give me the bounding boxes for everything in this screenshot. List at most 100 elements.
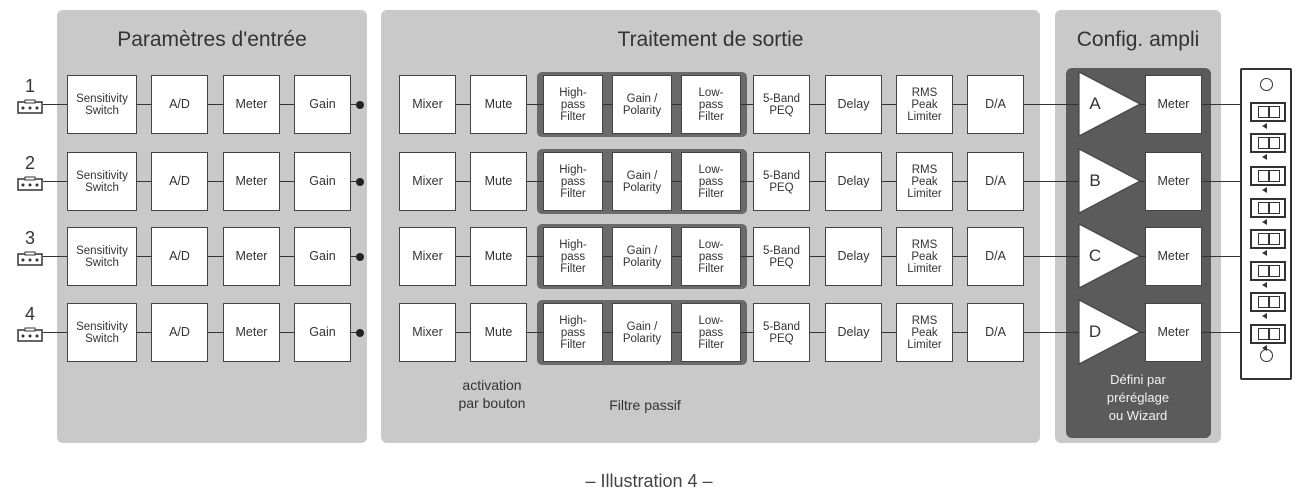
da-block: D/A (967, 303, 1024, 362)
signal-wire (953, 180, 967, 183)
signal-wire (456, 103, 470, 106)
signal-wire (280, 103, 294, 106)
amp-channel-label: B (1089, 170, 1101, 190)
signal-wire (1202, 331, 1248, 334)
signal-wire (603, 180, 612, 183)
amplifier-triangle-icon (1078, 71, 1142, 142)
terminal-slot-icon (1250, 166, 1286, 186)
input-channel-number: 1 (24, 76, 35, 96)
signal-wire (882, 331, 896, 334)
signal-wire (882, 103, 896, 106)
output-terminal-block (1240, 68, 1292, 380)
signal-wire (43, 255, 67, 258)
delay-block: Delay (825, 152, 882, 211)
signal-wire (280, 255, 294, 258)
signal-wire (810, 103, 825, 106)
signal-wire (603, 331, 612, 334)
amp-meter-block: Meter (1145, 75, 1202, 134)
peq-block: 5-Band PEQ (753, 152, 810, 211)
signal-wire (810, 180, 825, 183)
meter-block: Meter (223, 227, 280, 286)
gain-block: Gain (294, 227, 351, 286)
terminal-slot-icon (1250, 229, 1286, 249)
signal-wire (1140, 255, 1145, 258)
signal-wire (741, 255, 753, 258)
mixer-block: Mixer (399, 75, 456, 134)
terminal-arrow-icon (1262, 154, 1267, 160)
signal-wire (741, 331, 753, 334)
amp-preset-note: Défini par préréglage ou Wizard (1106, 372, 1170, 423)
signal-wire (456, 180, 470, 183)
signal-wire (672, 180, 681, 183)
sensitivity-block: Sensitivity Switch (67, 227, 137, 286)
lpf-block: Low- pass Filter (681, 152, 741, 211)
mute-block: Mute (470, 75, 527, 134)
da-block: D/A (967, 227, 1024, 286)
terminal-slot-icon (1250, 198, 1286, 218)
ad-block: A/D (151, 75, 208, 134)
mute-activation-note: activation par bouton (458, 377, 526, 411)
signal-wire (1024, 103, 1078, 106)
sensitivity-block: Sensitivity Switch (67, 303, 137, 362)
signal-wire (882, 180, 896, 183)
input-connector-icon (17, 99, 43, 114)
signal-wire (527, 331, 543, 334)
signal-wire (208, 255, 223, 258)
signal-wire (810, 331, 825, 334)
limiter-block: RMS Peak Limiter (896, 152, 953, 211)
signal-wire (527, 180, 543, 183)
signal-wire (351, 180, 358, 183)
terminal-arrow-icon (1262, 219, 1267, 225)
lpf-block: Low- pass Filter (681, 303, 741, 362)
signal-wire (527, 103, 543, 106)
signal-wire (672, 255, 681, 258)
signal-wire (1140, 180, 1145, 183)
amp-panel-title: Config. ampli (1076, 28, 1200, 51)
delay-block: Delay (825, 303, 882, 362)
amp-meter-block: Meter (1145, 303, 1202, 362)
signal-wire (43, 103, 67, 106)
gain-block: Gain (294, 75, 351, 134)
signal-wire (208, 103, 223, 106)
terminal-arrow-icon (1262, 282, 1267, 288)
amplifier-triangle-icon (1078, 148, 1142, 219)
amplifier-triangle-icon (1078, 299, 1142, 370)
mute-block: Mute (470, 152, 527, 211)
output-panel-title: Traitement de sortie (617, 28, 804, 51)
terminal-slot-icon (1250, 133, 1286, 153)
meter-block: Meter (223, 75, 280, 134)
amp-meter-block: Meter (1145, 152, 1202, 211)
input-connector-icon (17, 176, 43, 191)
signal-wire (527, 255, 543, 258)
signal-wire (1202, 103, 1248, 106)
sensitivity-block: Sensitivity Switch (67, 152, 137, 211)
signal-wire (1024, 180, 1078, 183)
signal-wire (280, 180, 294, 183)
gain-block: Gain (294, 152, 351, 211)
ad-block: A/D (151, 303, 208, 362)
signal-wire (208, 331, 223, 334)
meter-block: Meter (223, 303, 280, 362)
gain-polarity-block: Gain / Polarity (612, 75, 672, 134)
terminal-arrow-icon (1262, 250, 1267, 256)
terminal-screw-top-icon (1260, 78, 1273, 91)
meter-block: Meter (223, 152, 280, 211)
signal-wire (603, 255, 612, 258)
hpf-block: High- pass Filter (543, 303, 603, 362)
terminal-arrow-icon (1262, 187, 1267, 193)
ad-block: A/D (151, 152, 208, 211)
signal-wire (1024, 331, 1078, 334)
gain-block: Gain (294, 303, 351, 362)
delay-block: Delay (825, 227, 882, 286)
amp-channel-label: D (1088, 321, 1102, 341)
input-channel-number: 3 (24, 228, 35, 248)
terminal-slot-icon (1250, 102, 1286, 122)
lpf-block: Low- pass Filter (681, 75, 741, 134)
ad-block: A/D (151, 227, 208, 286)
input-channel-number: 4 (24, 304, 35, 324)
input-connector-icon (17, 327, 43, 342)
mixer-block: Mixer (399, 303, 456, 362)
signal-wire (882, 255, 896, 258)
terminal-slot-icon (1250, 292, 1286, 312)
signal-wire (1140, 331, 1145, 334)
